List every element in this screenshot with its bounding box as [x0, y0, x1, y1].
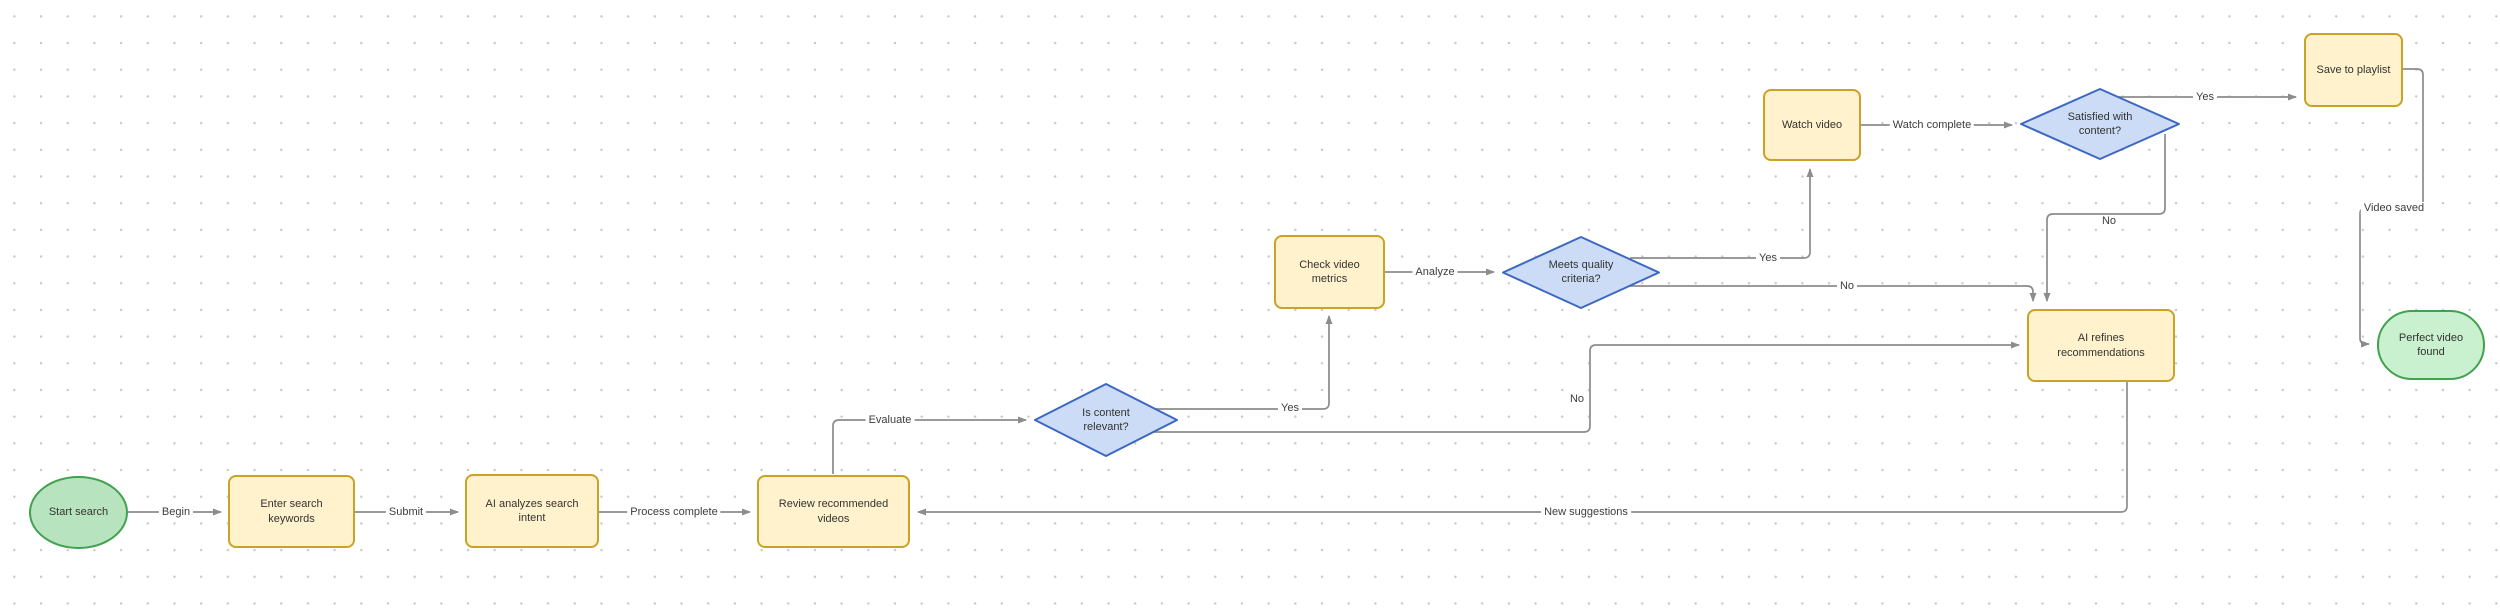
edge-content-yes-label: Yes [1278, 402, 1302, 414]
edge-content-no-label: No [1566, 393, 1588, 405]
node-ai-analyzes-label: AI analyzes search intent [485, 497, 579, 524]
edge-quality-no-label: No [1836, 280, 1858, 292]
edge-evaluate[interactable] [832, 416, 1027, 474]
edge-begin-label: Begin [158, 506, 194, 518]
node-perfect-found[interactable]: Perfect video found [2377, 310, 2485, 380]
edge-submit-label: Submit [385, 506, 427, 518]
edge-content-yes[interactable] [1152, 315, 1333, 410]
node-watch-video[interactable]: Watch video [1763, 89, 1861, 161]
edge-satisfied-no-label: No [2098, 215, 2120, 227]
edge-satisfied-yes-label: Yes [2193, 91, 2217, 103]
node-review-videos[interactable]: Review recommended videos [757, 475, 910, 548]
edge-quality-yes[interactable] [1630, 168, 1814, 259]
node-ai-refines-label: AI refines recommendations [2057, 332, 2145, 359]
edge-quality-no[interactable] [1629, 285, 2037, 302]
node-meets-quality[interactable] [1502, 236, 1660, 309]
edge-evaluate-label: Evaluate [865, 414, 915, 426]
node-review-videos-label: Review recommended videos [778, 498, 889, 525]
node-enter-keywords[interactable]: Enter search keywords [228, 475, 355, 548]
edge-process-complete-label: Process complete [627, 506, 721, 518]
node-check-metrics-label: Check video metrics [1299, 258, 1360, 285]
edge-analyze-label: Analyze [1412, 266, 1458, 278]
edge-new-suggestions[interactable] [917, 382, 2128, 516]
node-ai-refines[interactable]: AI refines recommendations [2027, 309, 2175, 382]
edge-satisfied-no[interactable] [2043, 134, 2166, 302]
node-watch-video-label: Watch video [1781, 118, 1843, 131]
node-satisfied[interactable] [2020, 88, 2180, 160]
edge-content-no[interactable] [1151, 341, 2020, 433]
node-check-metrics[interactable]: Check video metrics [1274, 235, 1385, 309]
node-start[interactable]: Start search [29, 476, 128, 549]
node-save-playlist-label: Save to playlist [2316, 63, 2391, 76]
edge-watch-complete-label: Watch complete [1889, 119, 1975, 131]
node-is-content-relevant[interactable] [1034, 383, 1178, 457]
node-ai-analyzes[interactable]: AI analyzes search intent [465, 474, 599, 548]
node-save-playlist[interactable]: Save to playlist [2304, 33, 2403, 107]
node-start-label: Start search [48, 506, 109, 519]
node-enter-keywords-label: Enter search keywords [260, 498, 323, 525]
edge-quality-yes-label: Yes [1756, 252, 1780, 264]
node-perfect-found-label: Perfect video found [2398, 331, 2464, 358]
edge-new-suggestions-label: New suggestions [1541, 506, 1631, 518]
edge-video-saved-label: Video saved [2360, 202, 2428, 214]
